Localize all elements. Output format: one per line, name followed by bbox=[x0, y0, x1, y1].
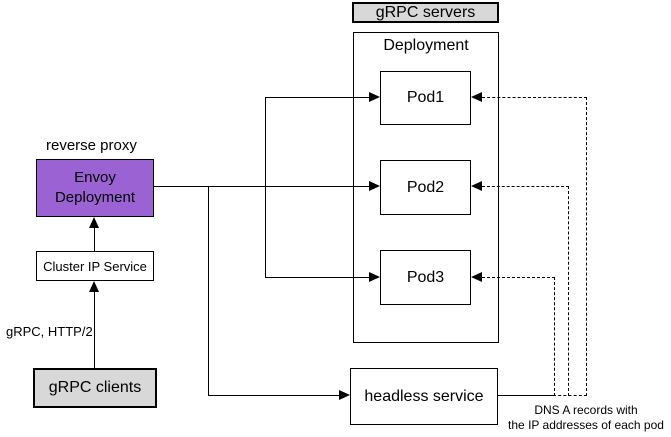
connector-envoy-down bbox=[208, 186, 209, 396]
headless-service-label: headless service bbox=[364, 387, 484, 405]
dns-note-line2: the IP addresses of each pod bbox=[508, 417, 664, 432]
pod2-label: Pod2 bbox=[406, 178, 445, 196]
connector-envoy-to-pod2 bbox=[154, 186, 369, 187]
cluster-ip-service-label: Cluster IP Service bbox=[43, 258, 147, 274]
envoy-label-line2: Deployment bbox=[54, 189, 136, 206]
dns-line-vertical-pod2 bbox=[568, 186, 569, 396]
pod3-box: Pod3 bbox=[380, 250, 471, 305]
dns-line-vertical-pod3 bbox=[554, 277, 555, 396]
cluster-ip-service-box: Cluster IP Service bbox=[36, 251, 154, 281]
pod2-box: Pod2 bbox=[380, 160, 471, 215]
arrowhead-dns-into-pod3-icon bbox=[471, 272, 482, 282]
pod3-label: Pod3 bbox=[406, 268, 445, 286]
dns-line-vertical-pod1 bbox=[586, 97, 587, 396]
arrowhead-into-pod2-icon bbox=[369, 181, 380, 191]
connector-headless-right bbox=[498, 395, 554, 396]
dns-note: DNS A records with the IP addresses of e… bbox=[500, 403, 671, 432]
deployment-title: Deployment bbox=[383, 37, 469, 54]
connector-branch-vertical bbox=[265, 97, 266, 278]
arrowhead-dns-into-pod1-icon bbox=[471, 92, 482, 102]
dns-line-horizontal-ext bbox=[553, 395, 587, 396]
pod1-label: Pod1 bbox=[406, 89, 445, 106]
connector-clusterip-to-envoy bbox=[94, 226, 95, 251]
grpc-clients-label: gRPC clients bbox=[48, 379, 142, 396]
pod1-box: Pod1 bbox=[380, 71, 471, 125]
connector-clients-to-clusterip bbox=[94, 290, 95, 368]
connector-branch-to-pod1 bbox=[265, 97, 369, 98]
arrowhead-into-clusterip-icon bbox=[89, 281, 99, 292]
arrowhead-dns-into-pod2-icon bbox=[471, 181, 482, 191]
dns-line-to-pod2 bbox=[482, 186, 569, 187]
envoy-label-line1: Envoy bbox=[74, 169, 116, 186]
grpc-servers-label: gRPC servers bbox=[375, 3, 476, 21]
dns-note-line1: DNS A records with bbox=[534, 403, 638, 417]
protocol-label: gRPC, HTTP/2 bbox=[6, 324, 93, 339]
reverse-proxy-caption: reverse proxy bbox=[46, 137, 137, 154]
dns-line-to-pod1 bbox=[482, 97, 587, 98]
arrowhead-into-pod3-icon bbox=[369, 272, 380, 282]
grpc-servers-label-box: gRPC servers bbox=[352, 2, 499, 23]
connector-branch-to-pod3 bbox=[265, 277, 369, 278]
headless-service-box: headless service bbox=[350, 368, 498, 425]
connector-to-headless bbox=[208, 395, 339, 396]
envoy-deployment-box: Envoy Deployment bbox=[36, 159, 154, 217]
arrowhead-into-envoy-icon bbox=[89, 217, 99, 228]
dns-line-to-pod3 bbox=[482, 277, 555, 278]
arrowhead-into-headless-icon bbox=[339, 390, 350, 400]
grpc-clients-box: gRPC clients bbox=[33, 368, 157, 408]
arrowhead-into-pod1-icon bbox=[369, 92, 380, 102]
